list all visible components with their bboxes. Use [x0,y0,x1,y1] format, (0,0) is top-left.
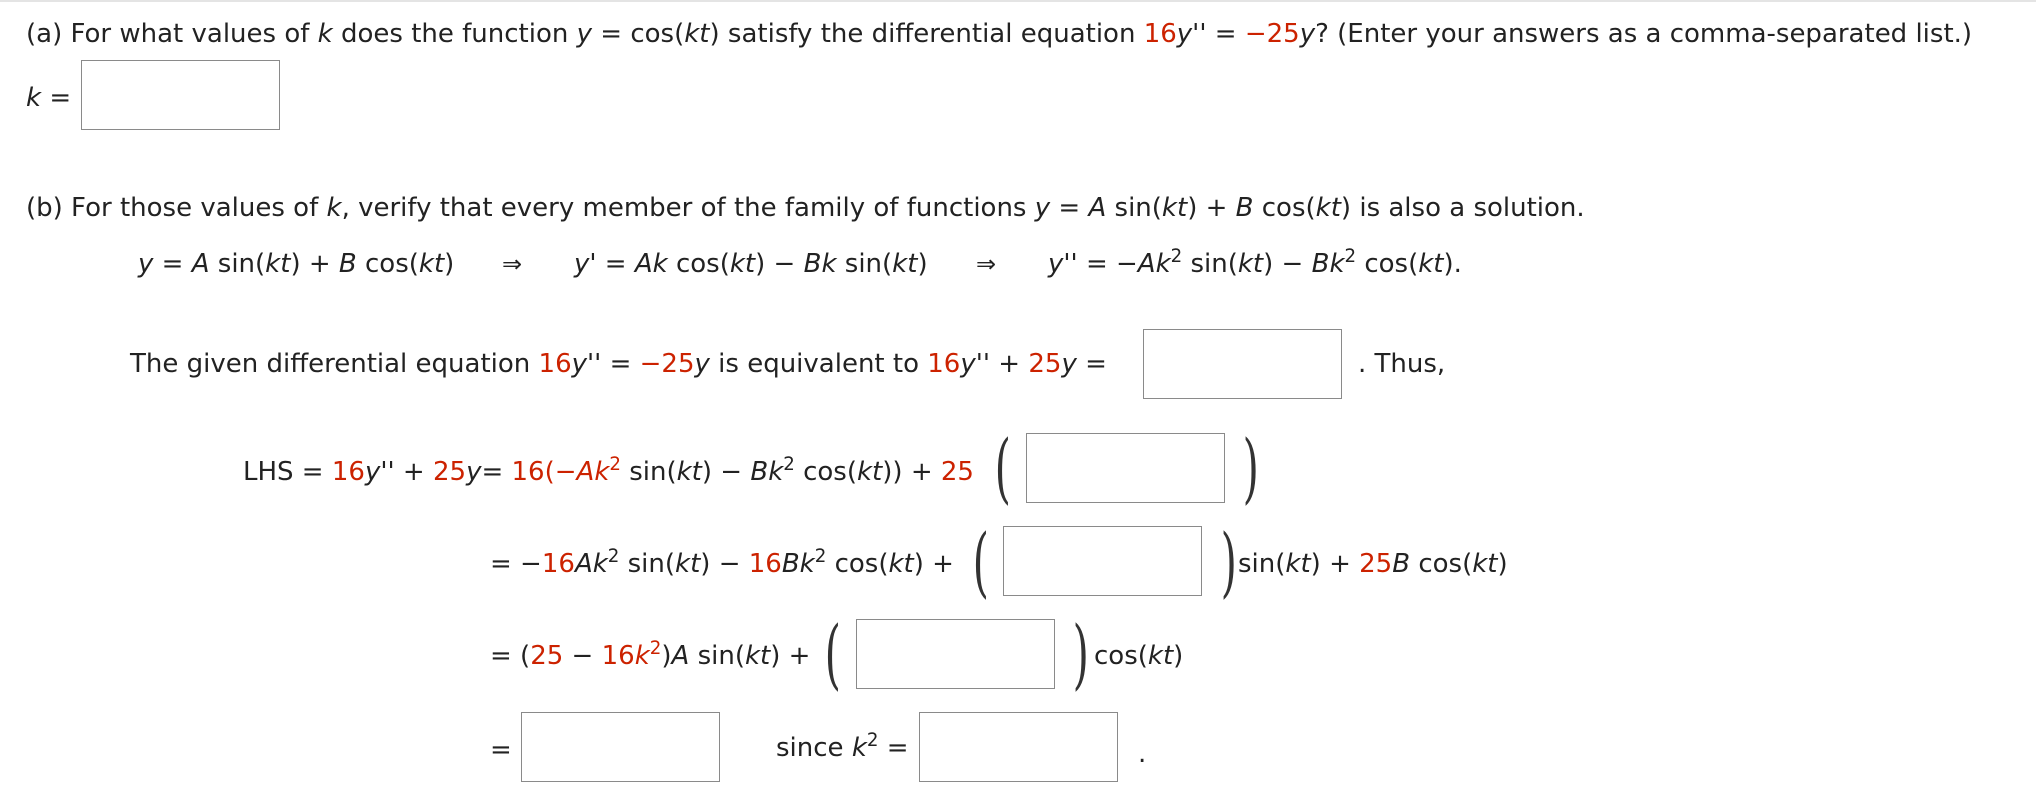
k-squared-input[interactable] [919,712,1118,782]
implies-arrow-2: ⇒ [976,250,997,278]
derivation-y-double-prime: y'' = −Ak2 sin(kt) − Bk2 cos(kt). [1048,246,1462,279]
part-b-question: (b) For those values of k, verify that e… [26,193,1585,223]
derivation-y: y = A sin(kt) + B cos(kt) [138,249,455,279]
line3-expansion: = (25 − 16k2)A sin(kt) + [490,638,811,671]
k-values-input[interactable] [81,60,280,130]
line2-expansion: = −16Ak2 sin(kt) − 16Bk2 cos(kt) + [490,546,954,579]
right-paren: ) [1072,609,1089,698]
k-answer-label: k = [26,83,72,113]
part-a-question: (a) For what values of k does the functi… [26,19,1973,49]
top-divider [0,0,2036,2]
line4-equals: = [490,735,512,765]
derivation-y-prime: y' = Ak cos(kt) − Bk sin(kt) [574,249,928,279]
cos-coefficient-input[interactable] [856,619,1055,689]
equivalent-rhs-input[interactable] [1143,329,1342,399]
sin-coefficient-input[interactable] [1003,526,1202,596]
lhs-25-factor-input[interactable] [1026,433,1225,503]
right-paren: ) [1242,423,1259,512]
lhs-expansion: LHS = 16y'' + 25y= 16(−Ak2 sin(kt) − Bk2… [243,454,974,487]
right-paren: ) [1220,517,1237,606]
final-result-input[interactable] [521,712,720,782]
left-paren: ( [994,423,1011,512]
left-paren: ( [972,517,989,606]
line2-tail: sin(kt) + 25B cos(kt) [1238,549,1508,579]
final-period: . [1138,739,1147,769]
left-paren: ( [824,609,841,698]
thus-text: . Thus, [1358,349,1446,379]
given-equation-text: The given differential equation 16y'' = … [130,349,1107,379]
implies-arrow-1: ⇒ [502,250,523,278]
line3-tail: cos(kt) [1094,641,1184,671]
since-k-squared-label: since k2 = [776,730,909,763]
